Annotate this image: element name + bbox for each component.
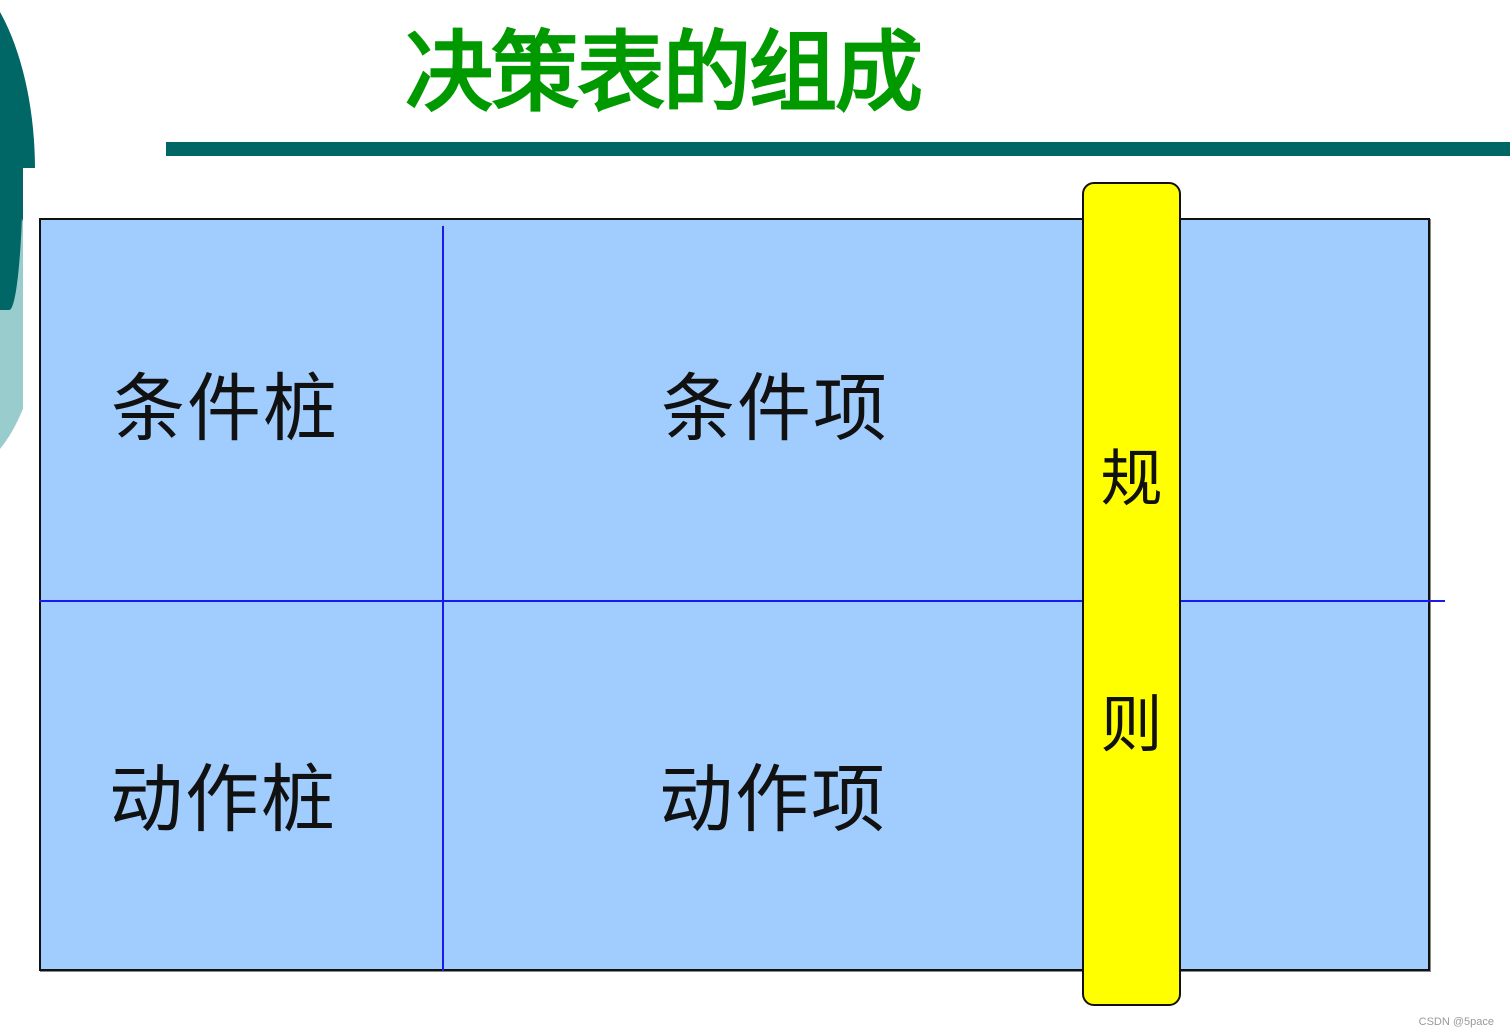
horizontal-divider (39, 600, 1445, 602)
decision-table: 条件桩 条件项 动作桩 动作项 (39, 218, 1445, 971)
rule-column-highlight: 规 则 (1082, 182, 1181, 1006)
condition-stub-label: 条件桩 (111, 366, 339, 452)
action-stub-label: 动作桩 (109, 757, 337, 843)
rule-char-1: 规 (1100, 442, 1163, 515)
vertical-divider (442, 226, 444, 971)
watermark: CSDN @5pace (1418, 1016, 1494, 1028)
decorative-teal-strip (0, 160, 23, 310)
title-underline (166, 142, 1510, 156)
slide-title: 决策表的组成 (405, 21, 923, 124)
rule-char-2: 则 (1100, 688, 1163, 761)
action-entry-label: 动作项 (659, 757, 887, 843)
condition-entry-label: 条件项 (661, 366, 889, 452)
